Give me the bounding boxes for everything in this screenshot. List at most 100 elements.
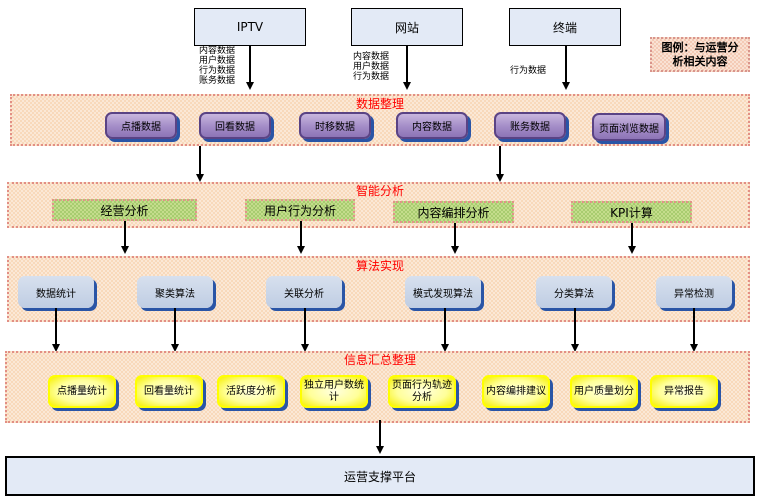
node-label: 关联分析 (284, 288, 324, 300)
connector-line (565, 46, 567, 82)
arrow-down-icon (451, 246, 459, 254)
data-label: 行为数据 (353, 72, 390, 82)
connector-line (199, 146, 201, 174)
terminal-data-labels: 行为数据 (510, 66, 546, 76)
connector-line (499, 146, 501, 174)
arrow-down-icon (571, 344, 579, 352)
arrow-down-icon (628, 246, 636, 254)
node-label: 账务数据 (510, 122, 550, 133)
arrow-down-icon (171, 344, 179, 352)
platform-label: 运营支撑平台 (343, 469, 416, 484)
layer-title: 信息汇总整理 (343, 353, 416, 367)
layer-title: 智能分析 (355, 184, 404, 198)
website-data-labels: 内容数据 用户数据 行为数据 (353, 52, 389, 82)
node-vod-data: 点播数据 (105, 112, 177, 139)
node-label: 点播量统计 (57, 385, 107, 397)
legend-box: 图例：与运营分 析相关内容 (650, 37, 750, 72)
arrow-down-icon (121, 246, 129, 254)
node-label: 异常检测 (674, 288, 714, 300)
node-label: 回看数据 (215, 122, 255, 133)
node-user-behavior-analysis: 用户行为分析 (245, 199, 355, 221)
arrow-down-icon (441, 344, 449, 352)
node-anomaly-report: 异常报告 (650, 375, 718, 408)
node-data-statistics: 数据统计 (18, 276, 94, 308)
node-content-scheduling-advice: 内容编排建议 (482, 375, 550, 408)
node-label: 经营分析 (100, 203, 149, 218)
data-label: 行为数据 (199, 66, 236, 76)
node-page-browse-data: 页面浏览数据 (592, 113, 666, 141)
arrow-down-icon (246, 82, 254, 90)
connector-line (406, 46, 408, 82)
node-replay-data: 回看数据 (199, 112, 271, 139)
node-label: 回看量统计 (144, 385, 194, 397)
data-label: 内容数据 (199, 46, 236, 56)
connector-line (444, 308, 446, 344)
node-label: 数据统计 (36, 288, 76, 300)
node-user-quality-tier: 用户质量划分 (570, 375, 638, 408)
node-label: 页面浏览数据 (599, 123, 659, 135)
arrow-down-icon (297, 246, 305, 254)
node-label: 时移数据 (315, 122, 355, 133)
arrow-down-icon (52, 344, 60, 352)
node-kpi-calculation: KPI计算 (571, 201, 692, 223)
node-label: 独立用户数统计 (304, 379, 364, 403)
arrow-down-icon (376, 446, 384, 454)
node-label: KPI计算 (610, 205, 653, 220)
data-label: 行为数据 (510, 66, 547, 76)
node-association-analysis: 关联分析 (266, 276, 342, 308)
data-label: 内容数据 (353, 52, 390, 62)
node-pattern-discovery: 模式发现算法 (405, 276, 481, 308)
node-label: 内容编排建议 (486, 385, 546, 397)
iptv-data-labels: 内容数据 用户数据 行为数据 账务数据 (199, 46, 235, 86)
node-clustering: 聚类算法 (137, 276, 213, 308)
connector-line (631, 223, 633, 246)
arrow-down-icon (301, 344, 309, 352)
node-label: 页面行为轨迹分析 (392, 379, 452, 403)
data-label: 用户数据 (199, 56, 236, 66)
connector-line (693, 308, 695, 344)
data-label: 用户数据 (353, 62, 390, 72)
node-anomaly-detection: 异常检测 (656, 276, 732, 308)
node-replay-count: 回看量统计 (135, 375, 203, 408)
node-label: 异常报告 (664, 385, 704, 397)
connector-line (249, 46, 251, 82)
arrow-down-icon (403, 82, 411, 90)
connector-line (454, 223, 456, 246)
node-label: 内容数据 (412, 122, 452, 133)
node-label: 点播数据 (121, 122, 161, 133)
connector-line (379, 420, 381, 447)
arrow-down-icon (196, 174, 204, 182)
operations-support-platform: 运营支撑平台 (5, 456, 755, 496)
node-unique-users: 独立用户数统计 (300, 375, 368, 408)
node-content-data: 内容数据 (396, 112, 468, 139)
source-website: 网站 (351, 8, 463, 46)
node-timeshift-data: 时移数据 (299, 112, 371, 139)
source-iptv: IPTV (194, 8, 306, 46)
node-content-scheduling-analysis: 内容编排分析 (393, 201, 514, 223)
connector-line (304, 308, 306, 344)
source-website-label: 网站 (394, 20, 419, 35)
connector-line (574, 308, 576, 344)
node-business-analysis: 经营分析 (52, 199, 197, 221)
connector-line (174, 308, 176, 344)
connector-line (55, 308, 57, 344)
arrow-down-icon (496, 174, 504, 182)
layer-title: 数据整理 (355, 97, 404, 111)
node-label: 内容编排分析 (417, 205, 490, 220)
node-label: 聚类算法 (155, 288, 195, 300)
node-label: 用户行为分析 (263, 203, 336, 218)
node-label: 活跃度分析 (226, 385, 276, 397)
source-terminal-label: 终端 (552, 20, 577, 35)
source-iptv-label: IPTV (236, 20, 264, 34)
connector-line (300, 221, 302, 246)
connector-line (124, 221, 126, 246)
node-vod-count: 点播量统计 (48, 375, 116, 408)
node-activity-analysis: 活跃度分析 (217, 375, 285, 408)
node-billing-data: 账务数据 (494, 112, 566, 139)
node-classification: 分类算法 (536, 276, 612, 308)
data-label: 账务数据 (199, 76, 236, 86)
node-label: 用户质量划分 (574, 385, 634, 397)
arrow-down-icon (562, 82, 570, 90)
source-terminal: 终端 (509, 8, 621, 46)
node-label: 分类算法 (554, 288, 594, 300)
